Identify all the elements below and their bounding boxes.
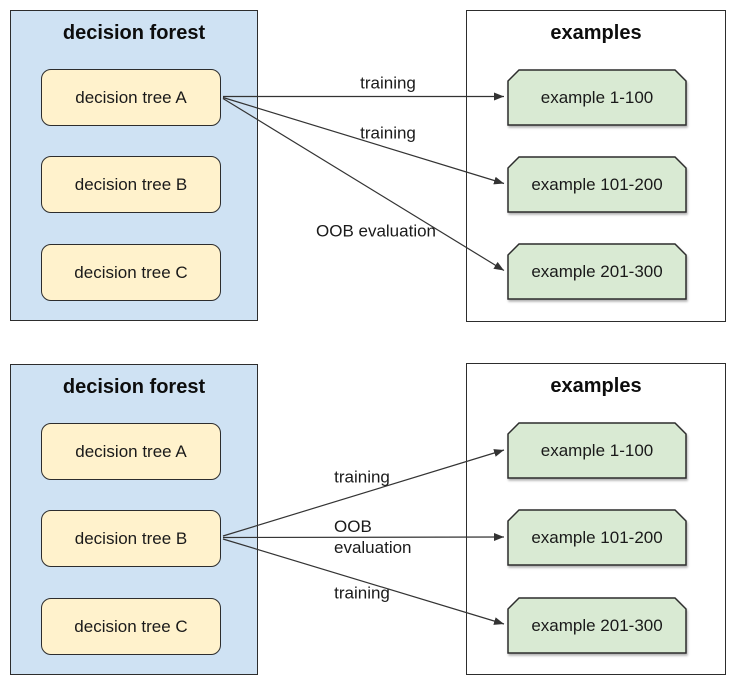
- arrow-label-training-top-2: training: [360, 123, 416, 143]
- tree-node-a-bottom: decision tree A: [41, 423, 221, 480]
- example-node-201-300-top: example 201-300: [507, 243, 687, 300]
- example-node-label: example 1-100: [540, 87, 654, 107]
- examples-panel-bottom: examples example 1-100 example 101-200 e…: [466, 363, 726, 675]
- example-node-101-200-top: example 101-200: [507, 156, 687, 213]
- card-shape: [507, 509, 687, 566]
- card-shape: [507, 422, 687, 479]
- card-shape: [507, 243, 687, 300]
- arrow-label-training-bottom-1: training: [334, 467, 390, 487]
- arrow-label-oob-evaluation-top: OOB evaluation: [315, 221, 437, 241]
- example-node-1-100-bottom: example 1-100: [507, 422, 687, 479]
- example-node-label: example 101-200: [531, 174, 663, 194]
- example-node-label: example 1-100: [540, 440, 654, 460]
- example-node-label: example 101-200: [531, 527, 663, 547]
- tree-node-label: decision tree C: [74, 262, 188, 282]
- tree-node-label: decision tree A: [75, 87, 187, 107]
- decision-forest-panel-bottom: decision forest decision tree A decision…: [10, 364, 258, 675]
- tree-node-b-bottom: decision tree B: [41, 510, 221, 567]
- tree-node-label: decision tree B: [74, 174, 188, 194]
- decision-forest-title: decision forest: [62, 22, 206, 44]
- example-node-201-300-bottom: example 201-300: [507, 597, 687, 654]
- example-node-label: example 201-300: [531, 261, 663, 281]
- examples-panel-top: examples example 1-100 example 101-200 e…: [466, 10, 726, 322]
- arrow-label-oob-evaluation-bottom: OOB evaluation: [334, 517, 412, 557]
- decision-forest-title: decision forest: [62, 376, 206, 398]
- card-shape: [507, 69, 687, 126]
- tree-node-label: decision tree A: [75, 441, 187, 461]
- arrow-label-training-top-1: training: [360, 73, 416, 93]
- tree-node-a-top: decision tree A: [41, 69, 221, 126]
- decision-forest-panel-top: decision forest decision tree A decision…: [10, 10, 258, 321]
- tree-node-c-top: decision tree C: [41, 244, 221, 301]
- card-shape: [507, 597, 687, 654]
- examples-title: examples: [550, 375, 642, 397]
- example-node-label: example 201-300: [531, 615, 663, 635]
- examples-title: examples: [550, 22, 642, 44]
- tree-node-label: decision tree C: [74, 616, 188, 636]
- tree-node-b-top: decision tree B: [41, 156, 221, 213]
- example-node-1-100-top: example 1-100: [507, 69, 687, 126]
- arrow-label-training-bottom-2: training: [334, 583, 390, 603]
- example-node-101-200-bottom: example 101-200: [507, 509, 687, 566]
- tree-node-c-bottom: decision tree C: [41, 598, 221, 655]
- card-shape: [507, 156, 687, 213]
- tree-node-label: decision tree B: [74, 528, 188, 548]
